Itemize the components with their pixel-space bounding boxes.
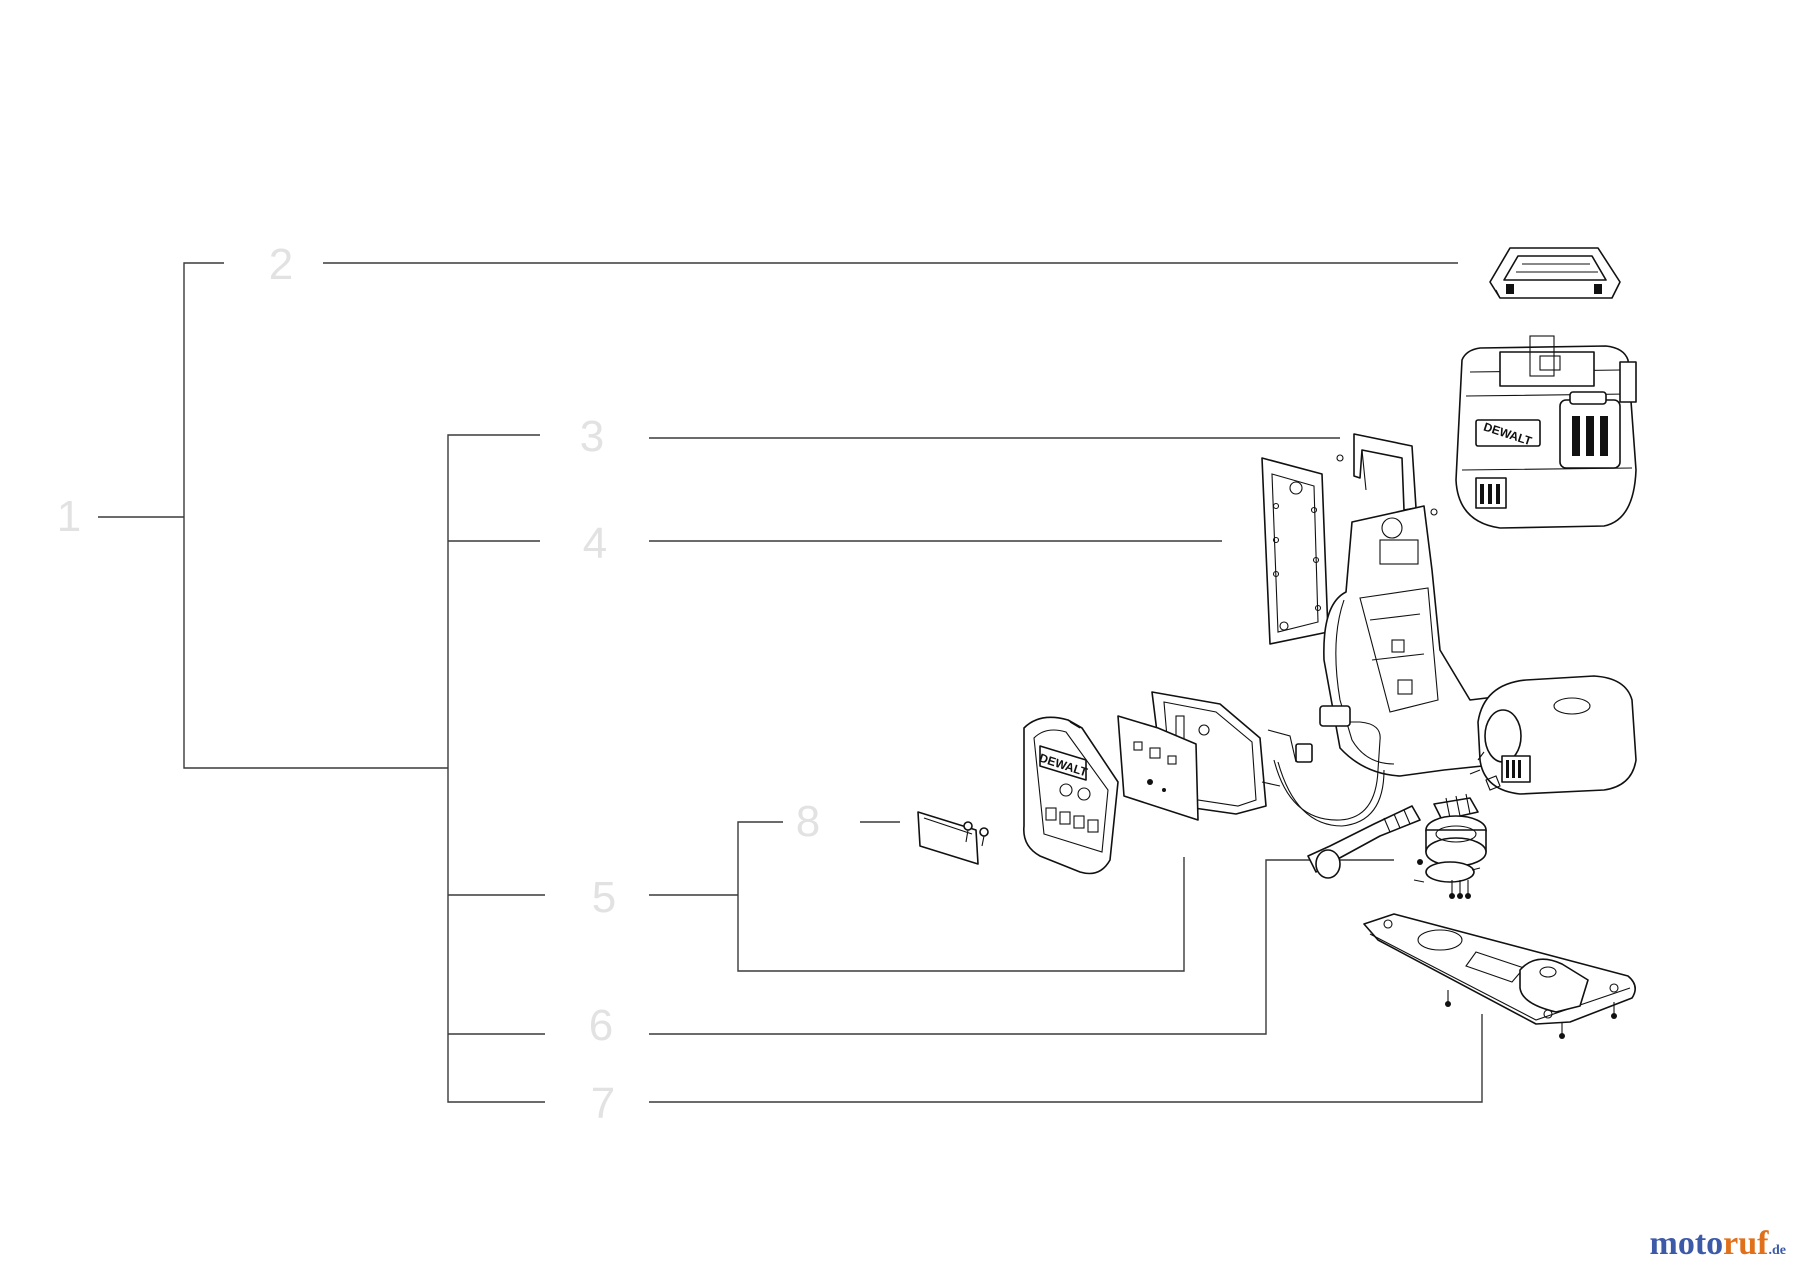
bracket-5 [737, 821, 1185, 972]
leader-7 [649, 1014, 1483, 1103]
bracket-main [447, 434, 545, 1103]
part-circuit-boards [1117, 691, 1297, 821]
part-back-panel [1261, 457, 1329, 645]
part-top-cap [1489, 247, 1621, 299]
part-leveling-gimbal [1413, 775, 1501, 899]
callout-1: 1 [57, 492, 81, 541]
leader-6 [649, 859, 1394, 1035]
callout-3: 3 [580, 412, 604, 461]
callout-numbers: 1 2 3 4 5 6 7 8 [57, 240, 820, 1128]
part-frame-bracket [1336, 433, 1438, 516]
part-window [917, 811, 989, 865]
part-front-cover: DEWALT [1023, 716, 1119, 875]
part-wiring [1273, 705, 1421, 879]
bracket-1 [183, 262, 448, 769]
callout-2: 2 [269, 240, 293, 289]
callout-5: 5 [592, 873, 616, 922]
callout-7: 7 [591, 1079, 615, 1128]
part-base-plate [1363, 913, 1636, 1039]
watermark-suffix: .de [1768, 1243, 1787, 1258]
callout-8: 8 [796, 797, 820, 846]
watermark-part2: ruf [1723, 1225, 1769, 1262]
watermark-part1: moto [1649, 1225, 1724, 1262]
part-laser-head: DEWALT [1455, 335, 1637, 529]
part-battery-module [1469, 675, 1637, 795]
leader-lines [98, 262, 1483, 1103]
watermark-logo: motoruf.de [1650, 1225, 1786, 1263]
callout-4: 4 [583, 519, 607, 568]
callout-6: 6 [589, 1001, 613, 1050]
